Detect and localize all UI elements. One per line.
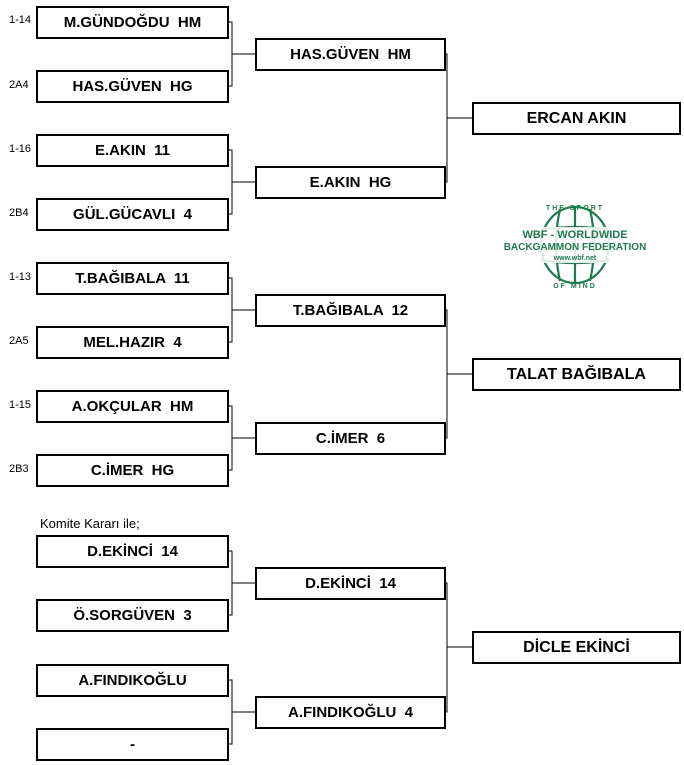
logo-bottom-text: OF MIND [553, 283, 597, 290]
round1-player-box: D.EKİNCİ 14 [36, 535, 229, 568]
round1-player-box: Ö.SORGÜVEN 3 [36, 599, 229, 632]
seed-label: 1-13 [9, 271, 32, 283]
round1-player-box: C.İMER HG [36, 454, 229, 487]
group-winner-box: ERCAN AKIN [472, 102, 681, 135]
seed-label: 2B3 [9, 463, 29, 475]
round2-player-box: C.İMER 6 [255, 422, 446, 455]
round1-player-box: E.AKIN 11 [36, 134, 229, 167]
round2-player-box: D.EKİNCİ 14 [255, 567, 446, 600]
round2-player-box: T.BAĞIBALA 12 [255, 294, 446, 327]
seed-label: 2A4 [9, 79, 29, 91]
round2-player-box: E.AKIN HG [255, 166, 446, 199]
seed-label: 2B4 [9, 207, 29, 219]
group-winner-box: DİCLE EKİNCİ [472, 631, 681, 664]
group-winner-box: TALAT BAĞIBALA [472, 358, 681, 391]
logo-line1: WBF - WORLDWIDE [522, 229, 627, 241]
round1-player-box: HAS.GÜVEN HG [36, 70, 229, 103]
round1-player-box: MEL.HAZIR 4 [36, 326, 229, 359]
round1-player-box: - [36, 728, 229, 761]
round2-player-box: HAS.GÜVEN HM [255, 38, 446, 71]
seed-label: 2A5 [9, 335, 29, 347]
round2-player-box: A.FINDIKOĞLU 4 [255, 696, 446, 729]
round1-player-box: T.BAĞIBALA 11 [36, 262, 229, 295]
round1-player-box: A.OKÇULAR HM [36, 390, 229, 423]
logo-top-text: THE SPORT [546, 205, 604, 212]
logo-line2: BACKGAMMON FEDERATION [504, 242, 647, 253]
seed-label: 1-14 [9, 14, 32, 26]
logo-url: www.wbf.net [553, 255, 597, 262]
round1-player-box: GÜL.GÜCAVLI 4 [36, 198, 229, 231]
wbf-globe-logo-icon: THE SPORT WBF - WORLDWIDE BACKGAMMON FED… [500, 200, 650, 290]
round1-player-box: M.GÜNDOĞDU HM [36, 6, 229, 39]
round1-player-box: A.FINDIKOĞLU [36, 664, 229, 697]
committee-note: Komite Kararı ile; [40, 516, 140, 531]
seed-label: 1-16 [9, 143, 32, 155]
seed-label: 1-15 [9, 399, 32, 411]
